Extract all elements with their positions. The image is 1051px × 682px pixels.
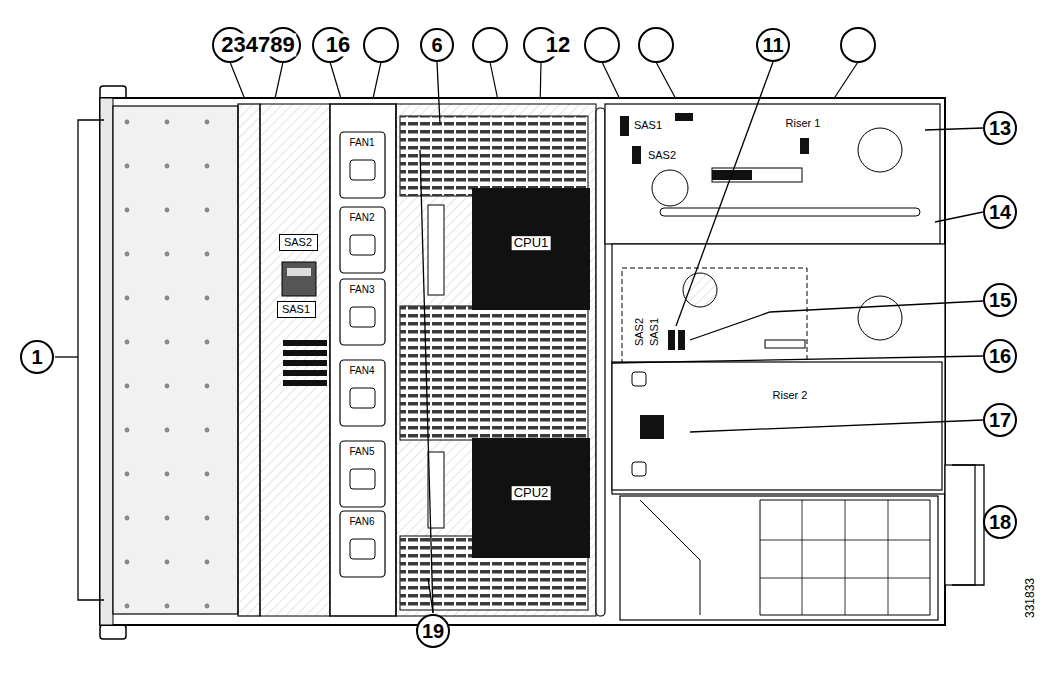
callout-number: 11: [762, 35, 783, 55]
callout-circle: 15: [983, 283, 1017, 317]
callout-number: 19: [422, 621, 444, 641]
callout-number: 14: [989, 202, 1011, 222]
part-label: FAN5: [347, 447, 376, 458]
part-label: CPU1: [512, 236, 551, 250]
part-label: SAS1: [632, 120, 664, 132]
callout-number: 16: [324, 33, 352, 56]
callout-circle: 17: [983, 403, 1017, 437]
callout-number: 13: [989, 118, 1011, 138]
connector-tag: SAS2: [279, 234, 318, 251]
connector-tag: SAS1: [277, 301, 316, 318]
callout-circle: 6: [420, 28, 454, 62]
callout-circle: 13: [983, 111, 1017, 145]
callout-number: 16: [989, 346, 1011, 366]
callout-number: 12: [544, 33, 572, 56]
callout-circle: 14: [983, 195, 1017, 229]
callout-number: 17: [989, 410, 1011, 430]
part-label: Riser 2: [771, 390, 810, 402]
callout-circle: 11: [756, 28, 790, 62]
part-label: FAN6: [347, 517, 376, 528]
part-label: FAN1: [347, 138, 376, 149]
connector-label: SAS2: [284, 237, 312, 248]
part-label: CPU2: [512, 486, 551, 500]
part-label: FAN4: [347, 366, 376, 377]
part-label: 331833: [1024, 576, 1037, 620]
callout-number: 15: [989, 290, 1011, 310]
part-label: SAS1: [649, 316, 661, 348]
part-label: SAS2: [646, 150, 678, 162]
connector-label: SAS1: [282, 304, 310, 315]
callout-number: 1: [31, 347, 42, 367]
part-label: FAN2: [347, 213, 376, 224]
part-label: FAN3: [347, 285, 376, 296]
callout-circle: 19: [416, 614, 450, 648]
callout-circle: 1: [20, 340, 54, 374]
callout-number: 18: [989, 512, 1011, 532]
part-label: Riser 1: [784, 118, 823, 130]
callout-number: 234789: [219, 33, 296, 56]
part-label: SAS2: [634, 316, 646, 348]
callout-circle: 16: [983, 339, 1017, 373]
callout-number: 6: [431, 35, 442, 55]
callout-circle: 18: [983, 505, 1017, 539]
